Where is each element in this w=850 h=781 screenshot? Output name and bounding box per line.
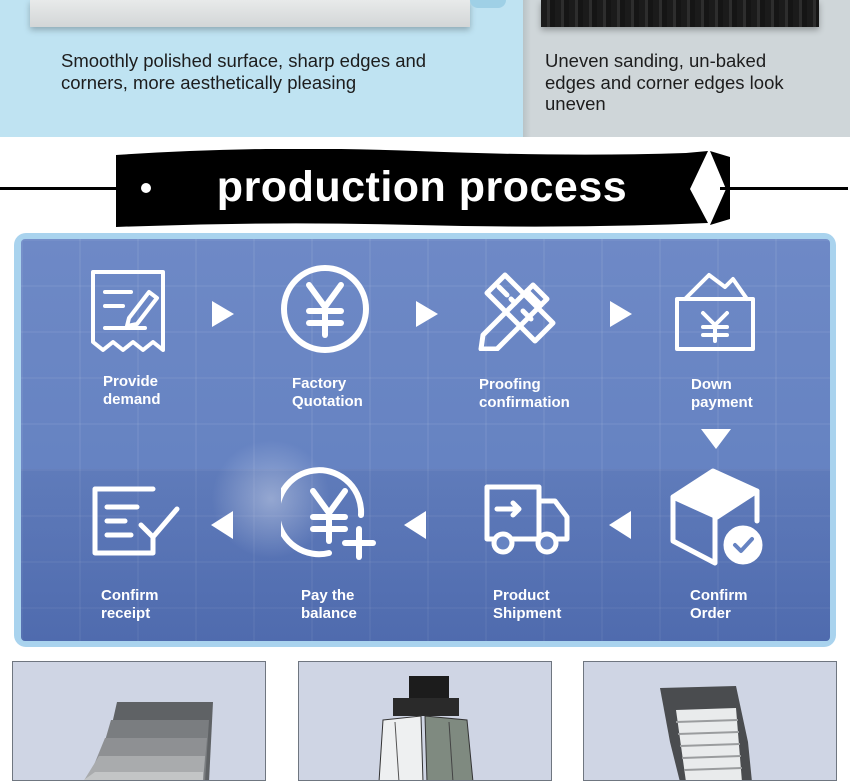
- section-title: production process: [216, 163, 628, 211]
- arrow-left-icon: [402, 509, 428, 546]
- receipt-check-icon: [91, 485, 181, 562]
- step-label-product-shipment-1: Product: [493, 587, 550, 604]
- polished-tile-image: [30, 0, 470, 27]
- yen-coin-plus-icon: [274, 467, 377, 566]
- tile-rack-display-icon: [378, 676, 474, 780]
- step-label-confirm-receipt-2: receipt: [101, 605, 151, 622]
- arrow-right-icon: [608, 299, 634, 334]
- arrow-left-icon: [209, 509, 235, 546]
- step-label-provide-demand-1: Provide: [103, 373, 159, 390]
- product-card-tile-rack[interactable]: [298, 661, 552, 781]
- pencil-ruler-icon: [477, 267, 561, 356]
- arrow-right-icon: [414, 299, 440, 334]
- step-label-confirm-order-1: Confirm: [690, 587, 748, 604]
- tile-tower-display-icon: [660, 686, 752, 780]
- step-label-product-shipment-2: Shipment: [493, 605, 562, 622]
- tile-stack-display-icon: [83, 702, 213, 780]
- product-card-tile-stack[interactable]: [12, 661, 266, 781]
- yen-envelope-icon: [673, 269, 757, 358]
- step-label-down-payment-2: payment: [691, 394, 753, 411]
- box-check-icon: [669, 467, 763, 572]
- arrow-right-icon: [210, 299, 236, 334]
- process-panel: Provide demand Factory Quotation Proofin…: [21, 239, 830, 641]
- step-label-provide-demand-2: demand: [103, 391, 161, 408]
- heading-banner: [116, 149, 730, 227]
- step-label-down-payment-1: Down: [691, 376, 732, 393]
- comparison-polished-panel: Smoothly polished surface, sharp edges a…: [0, 0, 523, 137]
- heading-rule-left: [0, 187, 130, 190]
- step-label-factory-quotation-2: Quotation: [292, 393, 363, 410]
- arrow-left-icon: [607, 509, 633, 546]
- heading-rule-right: [720, 187, 848, 190]
- rough-caption: Uneven sanding, un-baked edges and corne…: [545, 50, 784, 114]
- yen-coin-icon: [279, 263, 371, 360]
- arrow-down-icon: [699, 427, 733, 456]
- step-label-confirm-receipt-1: Confirm: [101, 587, 159, 604]
- delivery-truck-icon: [483, 483, 571, 564]
- bullet-dot-icon: [141, 183, 151, 193]
- rough-tile-image: [541, 0, 819, 27]
- document-edit-icon: [89, 268, 167, 359]
- polished-tile-edge: [470, 0, 506, 8]
- step-label-confirm-order-2: Order: [690, 605, 731, 622]
- step-label-proofing-1: Proofing: [479, 376, 541, 393]
- step-label-proofing-2: confirmation: [479, 394, 570, 411]
- step-label-pay-balance-2: balance: [301, 605, 357, 622]
- polished-caption: Smoothly polished surface, sharp edges a…: [61, 50, 427, 93]
- product-card-tile-tower[interactable]: [583, 661, 837, 781]
- step-label-pay-balance-1: Pay the: [301, 587, 355, 604]
- step-label-factory-quotation-1: Factory: [292, 375, 347, 392]
